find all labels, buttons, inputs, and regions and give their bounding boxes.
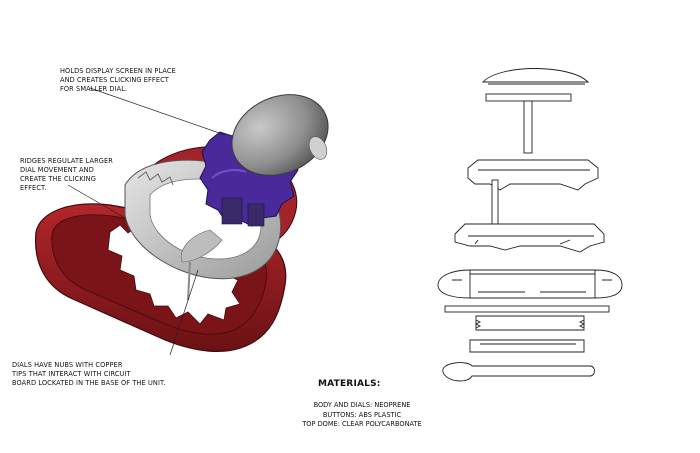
materials-heading: MATERIALS:: [318, 379, 381, 389]
grey-top-dome: [231, 94, 329, 176]
materials-item-body: BODY AND DIALS: NEOPRENE: [313, 401, 411, 409]
materials-list: BODY AND DIALS: NEOPRENE BUTTONS: ABS PL…: [262, 401, 462, 430]
materials-item-buttons: BUTTONS: ABS PLASTIC: [322, 410, 402, 419]
callout-display-screen: HOLDS DISPLAY SCREEN IN PLACE AND CREATE…: [60, 67, 176, 93]
callout-dial-nubs: DIALS HAVE NUBS WITH COPPER TIPS THAT IN…: [12, 361, 166, 387]
section-line-drawing: [437, 68, 623, 382]
callout-ridges: RIDGES REGULATE LARGER DIAL MOVEMENT AND…: [20, 157, 113, 192]
materials-item-dome: TOP DOME: CLEAR POLYCARBONATE: [302, 420, 422, 428]
leader-lines: [67, 87, 226, 356]
